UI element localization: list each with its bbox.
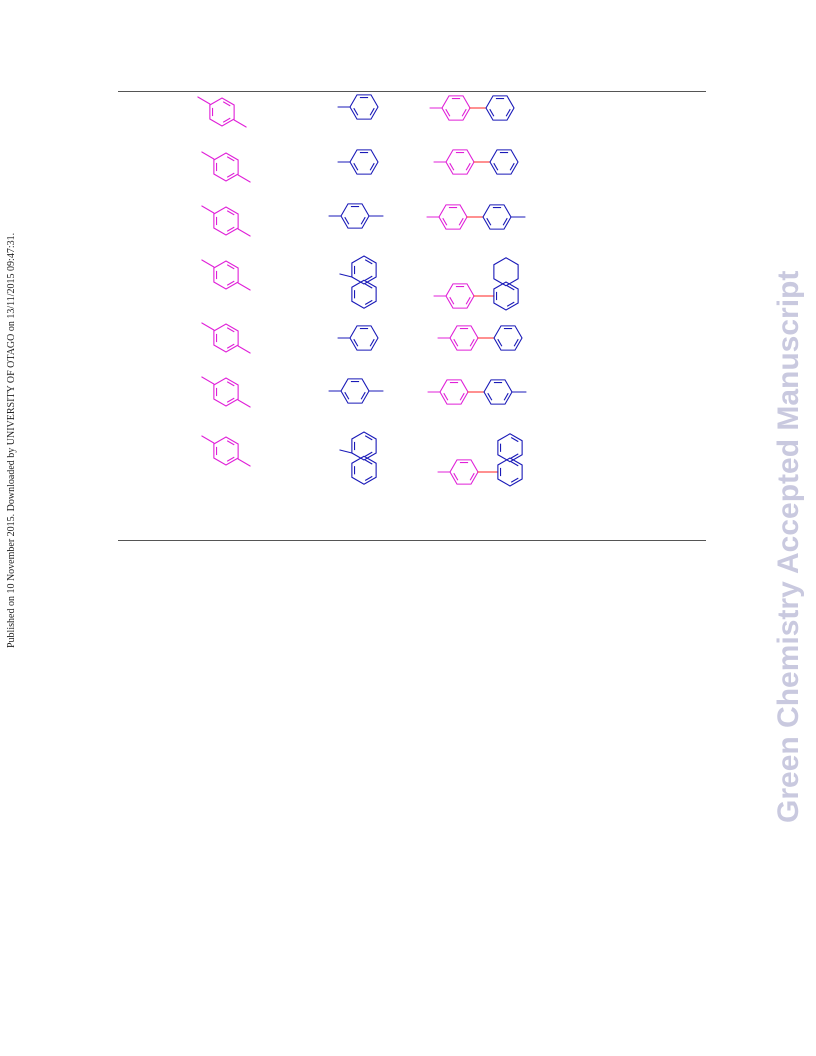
reagent-substituent-b-3	[237, 228, 251, 237]
product-partner-ring-bottom-7	[497, 457, 523, 487]
partner-ring-top-7	[351, 431, 377, 461]
product-partner-ring-3	[482, 204, 512, 230]
partner-ring-bottom-7	[351, 455, 377, 485]
partner-ring-3	[340, 203, 370, 229]
reagent-ring-3	[213, 206, 239, 236]
reagent-substituent-a-7	[201, 435, 215, 444]
reagent-ring-2	[213, 152, 239, 182]
reagent-ring-7	[213, 436, 239, 466]
partner-ring-bottom-4	[351, 279, 377, 309]
reagent-substituent-b-6	[237, 399, 251, 408]
partner-ring-top-4	[351, 255, 377, 285]
product-partner-ring-top-7	[497, 433, 523, 463]
reagent-substituent-a-2	[201, 151, 215, 160]
reagent-ring-5	[213, 323, 239, 353]
table-bottom-rule	[118, 540, 706, 541]
reagent-substituent-b-7	[237, 458, 251, 467]
reagent-substituent-a-5	[201, 322, 215, 331]
reagent-substituent-b-2	[237, 174, 251, 183]
reagent-substituent-a-6	[201, 376, 215, 385]
product-reagent-ring-1	[441, 95, 471, 121]
reagent-substituent-b-5	[237, 345, 251, 354]
reagent-substituent-b-1	[233, 119, 247, 128]
reagent-ring-6	[213, 377, 239, 407]
product-partner-ring-1	[485, 95, 515, 121]
partner-ring-6	[340, 378, 370, 404]
product-partner-ring-5	[493, 325, 523, 351]
reagent-ring-1	[209, 97, 235, 127]
reagent-substituent-a-4	[201, 259, 215, 268]
table-top-rule	[118, 91, 706, 92]
reagent-substituent-a-1	[197, 96, 211, 105]
reagent-substituent-a-3	[201, 205, 215, 214]
product-reagent-ring-6	[439, 379, 469, 405]
reagent-substituent-b-4	[237, 282, 251, 291]
product-partner-ring-2	[489, 149, 519, 175]
product-reagent-ring-2	[445, 149, 475, 175]
partner-ring-5	[349, 325, 379, 351]
product-reagent-ring-3	[438, 204, 468, 230]
reagent-ring-4	[213, 260, 239, 290]
partner-ring-1	[349, 94, 379, 120]
partner-substituent-4	[339, 273, 353, 278]
product-reagent-ring-4	[445, 283, 475, 309]
product-partner-ring-bottom-4	[493, 281, 519, 311]
product-partner-ring-top-4	[493, 257, 519, 287]
partner-substituent-7	[339, 449, 353, 454]
product-reagent-ring-7	[449, 459, 479, 485]
partner-ring-2	[349, 149, 379, 175]
product-partner-ring-6	[483, 379, 513, 405]
product-reagent-ring-5	[449, 325, 479, 351]
